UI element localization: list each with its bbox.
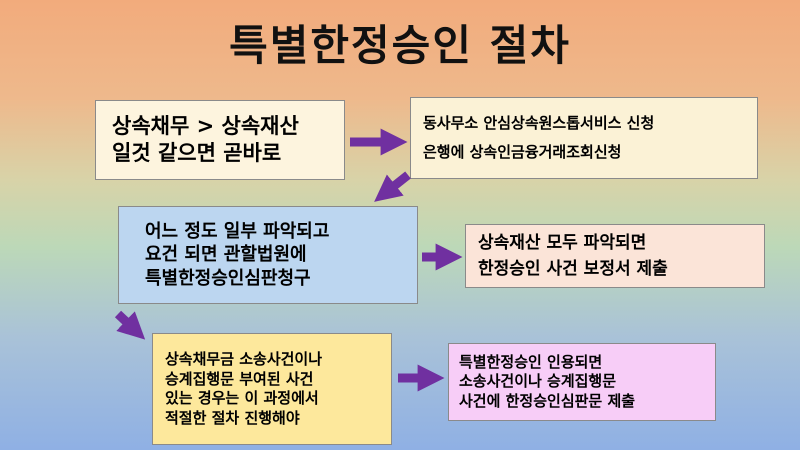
step-box-lawsuit-note: 상속채무금 소송사건이나 승계집행문 부여된 사건 있는 경우는 이 과정에서 … [152,333,392,445]
step-box-court-petition: 어느 정도 일부 파악되고 요건 되면 관할법원에 특별한정승인심판청구 [118,206,418,304]
diagram-title: 특별한정승인 절차 [229,21,571,70]
step-box-judgment-filing: 특별한정승인 인용되면 소송사건이나 승계집행문 사건에 한정승인심판문 제출 [448,343,716,421]
box-line: 특별한정승인심판청구 [145,267,311,289]
box-line: 사건에 한정승인심판문 제출 [459,391,636,410]
box-line: 있는 경우는 이 과정에서 [165,389,319,407]
box-line: 특별한정승인 인용되면 [459,352,603,371]
box-line: 소송사건이나 승계집행문 [459,372,617,391]
step-box-supplement-filing: 상속재산 모두 파악되면 한정승인 사건 보정서 제출 [465,224,765,288]
arrow-down-left-1 [374,171,411,202]
box-line: 일것 같으면 곧바로 [112,141,282,165]
box-line: 적절한 절차 진행해야 [165,408,300,427]
box-line: 상속재산 모두 파악되면 [478,232,647,253]
box-line: 상속채무금 소송사건이나 [165,350,323,368]
step-box-debt-exceeds: 상속채무 > 상속재산 일것 같으면 곧바로 [95,100,345,180]
box-line: 승계집행문 부여된 사건 [165,369,314,388]
box-line: 한정승인 사건 보정서 제출 [478,259,668,279]
box-line: 요건 되면 관할법원에 [145,244,307,266]
step-box-onestop-service: 동사무소 안심상속원스톱서비스 신청 은행에 상속인금융거래조회신청 [410,97,758,179]
box-line: 어느 정도 일부 파악되고 [145,220,330,242]
arrow-down-right-1 [114,310,146,340]
box-line: 은행에 상속인금융거래조회신청 [423,143,622,161]
box-line: 동사무소 안심상속원스톱서비스 신청 [423,113,655,132]
box-line: 상속채무 > 상속재산 [112,113,299,138]
